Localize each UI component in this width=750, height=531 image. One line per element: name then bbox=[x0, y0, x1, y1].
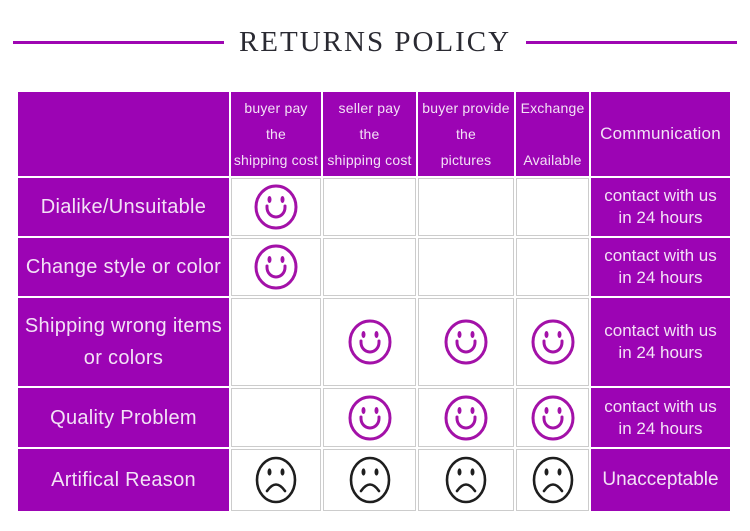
returns-policy-table: buyer pay the shipping cost seller pay t… bbox=[18, 92, 730, 511]
communication-cell: contact with us in 24 hours bbox=[591, 238, 730, 296]
table-cell bbox=[323, 298, 416, 386]
table-cell bbox=[231, 449, 321, 511]
smiley-icon bbox=[348, 319, 391, 365]
smiley-icon bbox=[444, 319, 488, 365]
face-slot bbox=[443, 394, 489, 442]
row-label: Quality Problem bbox=[18, 388, 229, 447]
page-title: RETURNS POLICY bbox=[238, 25, 512, 58]
face-slot bbox=[444, 455, 488, 505]
row-label: Artifical Reason bbox=[18, 449, 229, 511]
table-cell bbox=[418, 388, 514, 447]
sad-icon bbox=[445, 456, 487, 504]
face-slot bbox=[443, 318, 489, 366]
face-slot bbox=[348, 455, 392, 505]
communication-cell: contact with us in 24 hours bbox=[591, 298, 730, 386]
table-cell bbox=[516, 178, 589, 236]
table-cell bbox=[231, 388, 321, 447]
row-label: Shipping wrong items or colors bbox=[18, 298, 229, 386]
table-cell bbox=[323, 178, 416, 236]
smiley-icon bbox=[254, 244, 298, 290]
smiley-icon bbox=[444, 395, 488, 440]
sad-icon bbox=[532, 456, 573, 504]
face-slot bbox=[530, 394, 576, 442]
header-communication: Communication bbox=[591, 92, 730, 176]
face-slot bbox=[347, 318, 393, 366]
communication-cell: contact with us in 24 hours bbox=[591, 178, 730, 236]
table-cell bbox=[231, 238, 321, 296]
table-cell bbox=[516, 238, 589, 296]
face-slot bbox=[530, 318, 576, 366]
table-cell bbox=[418, 298, 514, 386]
header-buyer-provide: buyer provide the pictures bbox=[418, 92, 514, 176]
smiley-icon bbox=[531, 395, 574, 440]
smiley-icon bbox=[531, 319, 574, 365]
smiley-icon bbox=[254, 184, 298, 230]
header-exchange: Exchange Available bbox=[516, 92, 589, 176]
table-cell bbox=[323, 238, 416, 296]
table-cell bbox=[516, 388, 589, 447]
table-cell bbox=[418, 238, 514, 296]
face-slot bbox=[253, 183, 299, 231]
face-slot bbox=[531, 455, 575, 505]
header-buyer-pay: buyer pay the shipping cost bbox=[231, 92, 321, 176]
sad-icon bbox=[255, 456, 297, 504]
table-cell bbox=[323, 388, 416, 447]
title-bar: RETURNS POLICY bbox=[0, 20, 750, 64]
table-cell bbox=[516, 298, 589, 386]
face-slot bbox=[254, 455, 298, 505]
table-cell bbox=[231, 298, 321, 386]
header-seller-pay: seller pay the shipping cost bbox=[323, 92, 416, 176]
sad-icon bbox=[349, 456, 390, 504]
table-cell bbox=[418, 449, 514, 511]
title-right-line bbox=[526, 40, 738, 44]
table-cell bbox=[323, 449, 416, 511]
smiley-icon bbox=[348, 395, 391, 440]
row-label: Dialike/Unsuitable bbox=[18, 178, 229, 236]
communication-cell: Unacceptable bbox=[591, 449, 730, 511]
title-left-line bbox=[13, 40, 224, 44]
table-cell bbox=[418, 178, 514, 236]
row-label: Change style or color bbox=[18, 238, 229, 296]
table-cell bbox=[231, 178, 321, 236]
face-slot bbox=[253, 243, 299, 291]
table-cell bbox=[516, 449, 589, 511]
header-empty-cell bbox=[18, 92, 229, 176]
communication-cell: contact with us in 24 hours bbox=[591, 388, 730, 447]
face-slot bbox=[347, 394, 393, 442]
